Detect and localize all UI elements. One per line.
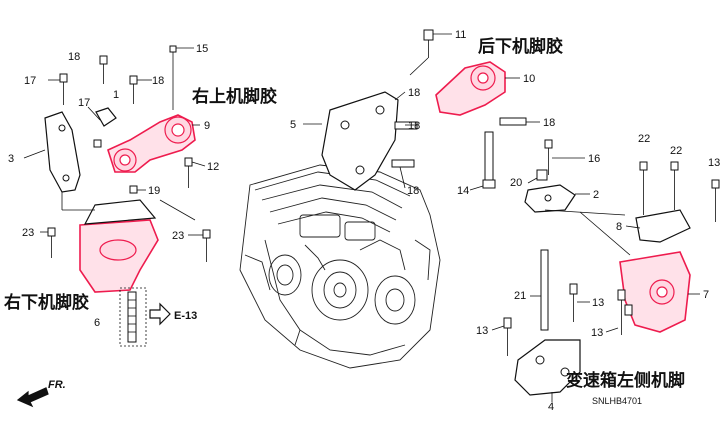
drawing-code: SNLHB4701: [592, 396, 642, 406]
callout-18e: 18: [407, 185, 419, 197]
callout-1: 1: [113, 89, 119, 101]
callout-19: 19: [148, 185, 160, 197]
bracket-5: [321, 91, 399, 191]
reference-arrow: [149, 302, 171, 326]
label-right-upper-mount: 右上机脚胶: [192, 86, 277, 107]
callout-20: 20: [510, 177, 522, 189]
callout-8: 8: [616, 221, 622, 233]
callout-15: 15: [196, 43, 208, 55]
callout-13b: 13: [592, 297, 604, 309]
callout-12: 12: [207, 161, 219, 173]
callout-22b: 22: [670, 145, 682, 157]
label-right-lower-mount: 右下机脚胶: [4, 292, 89, 313]
callout-22a: 22: [638, 133, 650, 145]
callout-7: 7: [703, 289, 709, 301]
bracket-8: [635, 209, 691, 243]
reference-label: E-13: [174, 310, 197, 322]
transmission-mount-group: [16, 139, 720, 408]
annotations: 右上机脚胶 右下机脚胶 后下机脚胶 变速箱左侧机脚: [4, 36, 685, 391]
callout-23b: 23: [172, 230, 184, 242]
callout-14: 14: [457, 185, 469, 197]
callout-13c: 13: [476, 325, 488, 337]
front-direction-label: FR.: [48, 379, 66, 391]
callout-13d: 13: [591, 327, 603, 339]
label-transmission-left-mount: 变速箱左侧机脚: [566, 370, 685, 391]
label-rear-lower-mount: 后下机脚胶: [478, 36, 563, 57]
right-lower-mount-highlight: [79, 219, 159, 293]
callout-3: 3: [8, 153, 14, 165]
callout-18f: 18: [543, 117, 555, 129]
callout-6: 6: [94, 317, 100, 329]
clip-1: [95, 107, 117, 127]
callout-11: 11: [455, 29, 466, 41]
callout-17b: 17: [78, 97, 90, 109]
bolt-set-left: [47, 45, 211, 262]
callout-18b: 18: [152, 75, 164, 87]
callout-16: 16: [588, 153, 600, 165]
rear-mount-group: [303, 29, 540, 191]
callout-5: 5: [290, 119, 296, 131]
bracket-4: [514, 339, 581, 396]
callout-numbers: 3 17 17 18 1 18 15 9 12 19 23 23 6 5 11 …: [8, 29, 720, 413]
callout-17a: 17: [24, 75, 36, 87]
bracket-3: [44, 111, 81, 193]
callout-4: 4: [548, 401, 554, 413]
stud: [127, 291, 137, 343]
front-direction-arrow: [16, 387, 49, 408]
callout-18a: 18: [68, 51, 80, 63]
engine-assembly: [239, 164, 441, 369]
right-side-mount-group: [23, 45, 211, 347]
callout-13a: 13: [708, 157, 720, 169]
callout-10: 10: [523, 73, 535, 85]
callout-18d: 18: [408, 120, 420, 132]
callout-9: 9: [204, 120, 210, 132]
rear-lower-mount-highlight: [435, 61, 506, 116]
callout-2: 2: [593, 189, 599, 201]
callout-18c: 18: [408, 87, 420, 99]
callout-21: 21: [514, 290, 526, 302]
transmission-left-mount-highlight: [619, 251, 691, 333]
callout-23a: 23: [22, 227, 34, 239]
